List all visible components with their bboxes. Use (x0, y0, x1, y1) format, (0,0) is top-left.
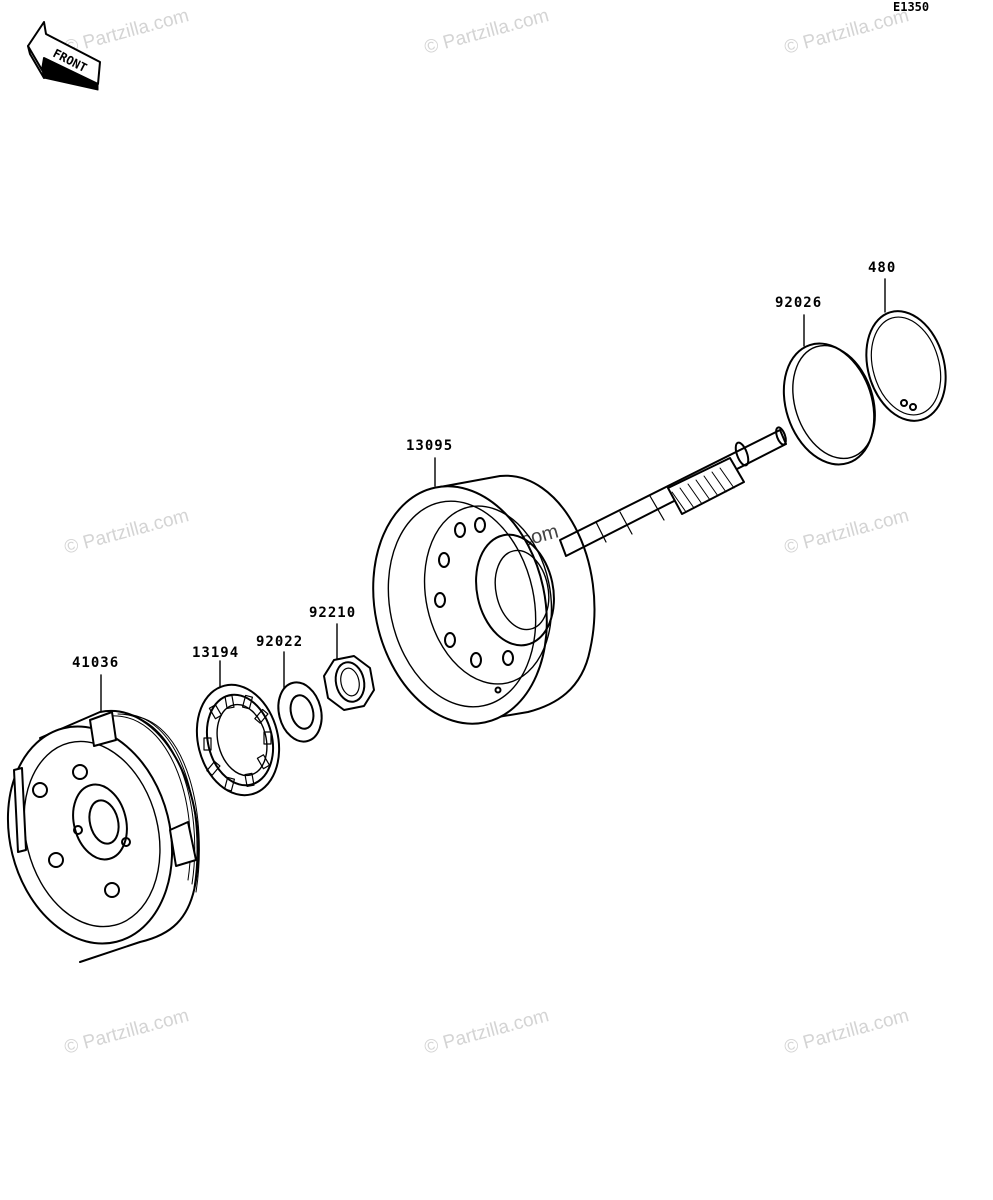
part-label-480: 480 (868, 260, 897, 276)
part-label-13095: 13095 (406, 438, 454, 454)
part-480-circlip (865, 310, 947, 422)
part-13194-one-way-clutch (195, 683, 281, 797)
part-41036-clutch-assembly (6, 709, 200, 963)
part-92210-nut (323, 655, 375, 711)
part-label-13194: 13194 (192, 645, 240, 661)
leader-lines (100, 278, 886, 713)
part-92026-ring (782, 342, 876, 466)
part-92022-washer (277, 681, 323, 743)
part-13095-drum-shaft (372, 426, 787, 725)
diagram-code: E1350 (893, 0, 930, 14)
part-label-41036: 41036 (72, 655, 120, 671)
front-arrow-icon: FRONT (27, 21, 101, 91)
part-label-92210: 92210 (309, 605, 357, 621)
part-label-92022: 92022 (256, 634, 304, 650)
part-label-92026: 92026 (775, 295, 823, 311)
